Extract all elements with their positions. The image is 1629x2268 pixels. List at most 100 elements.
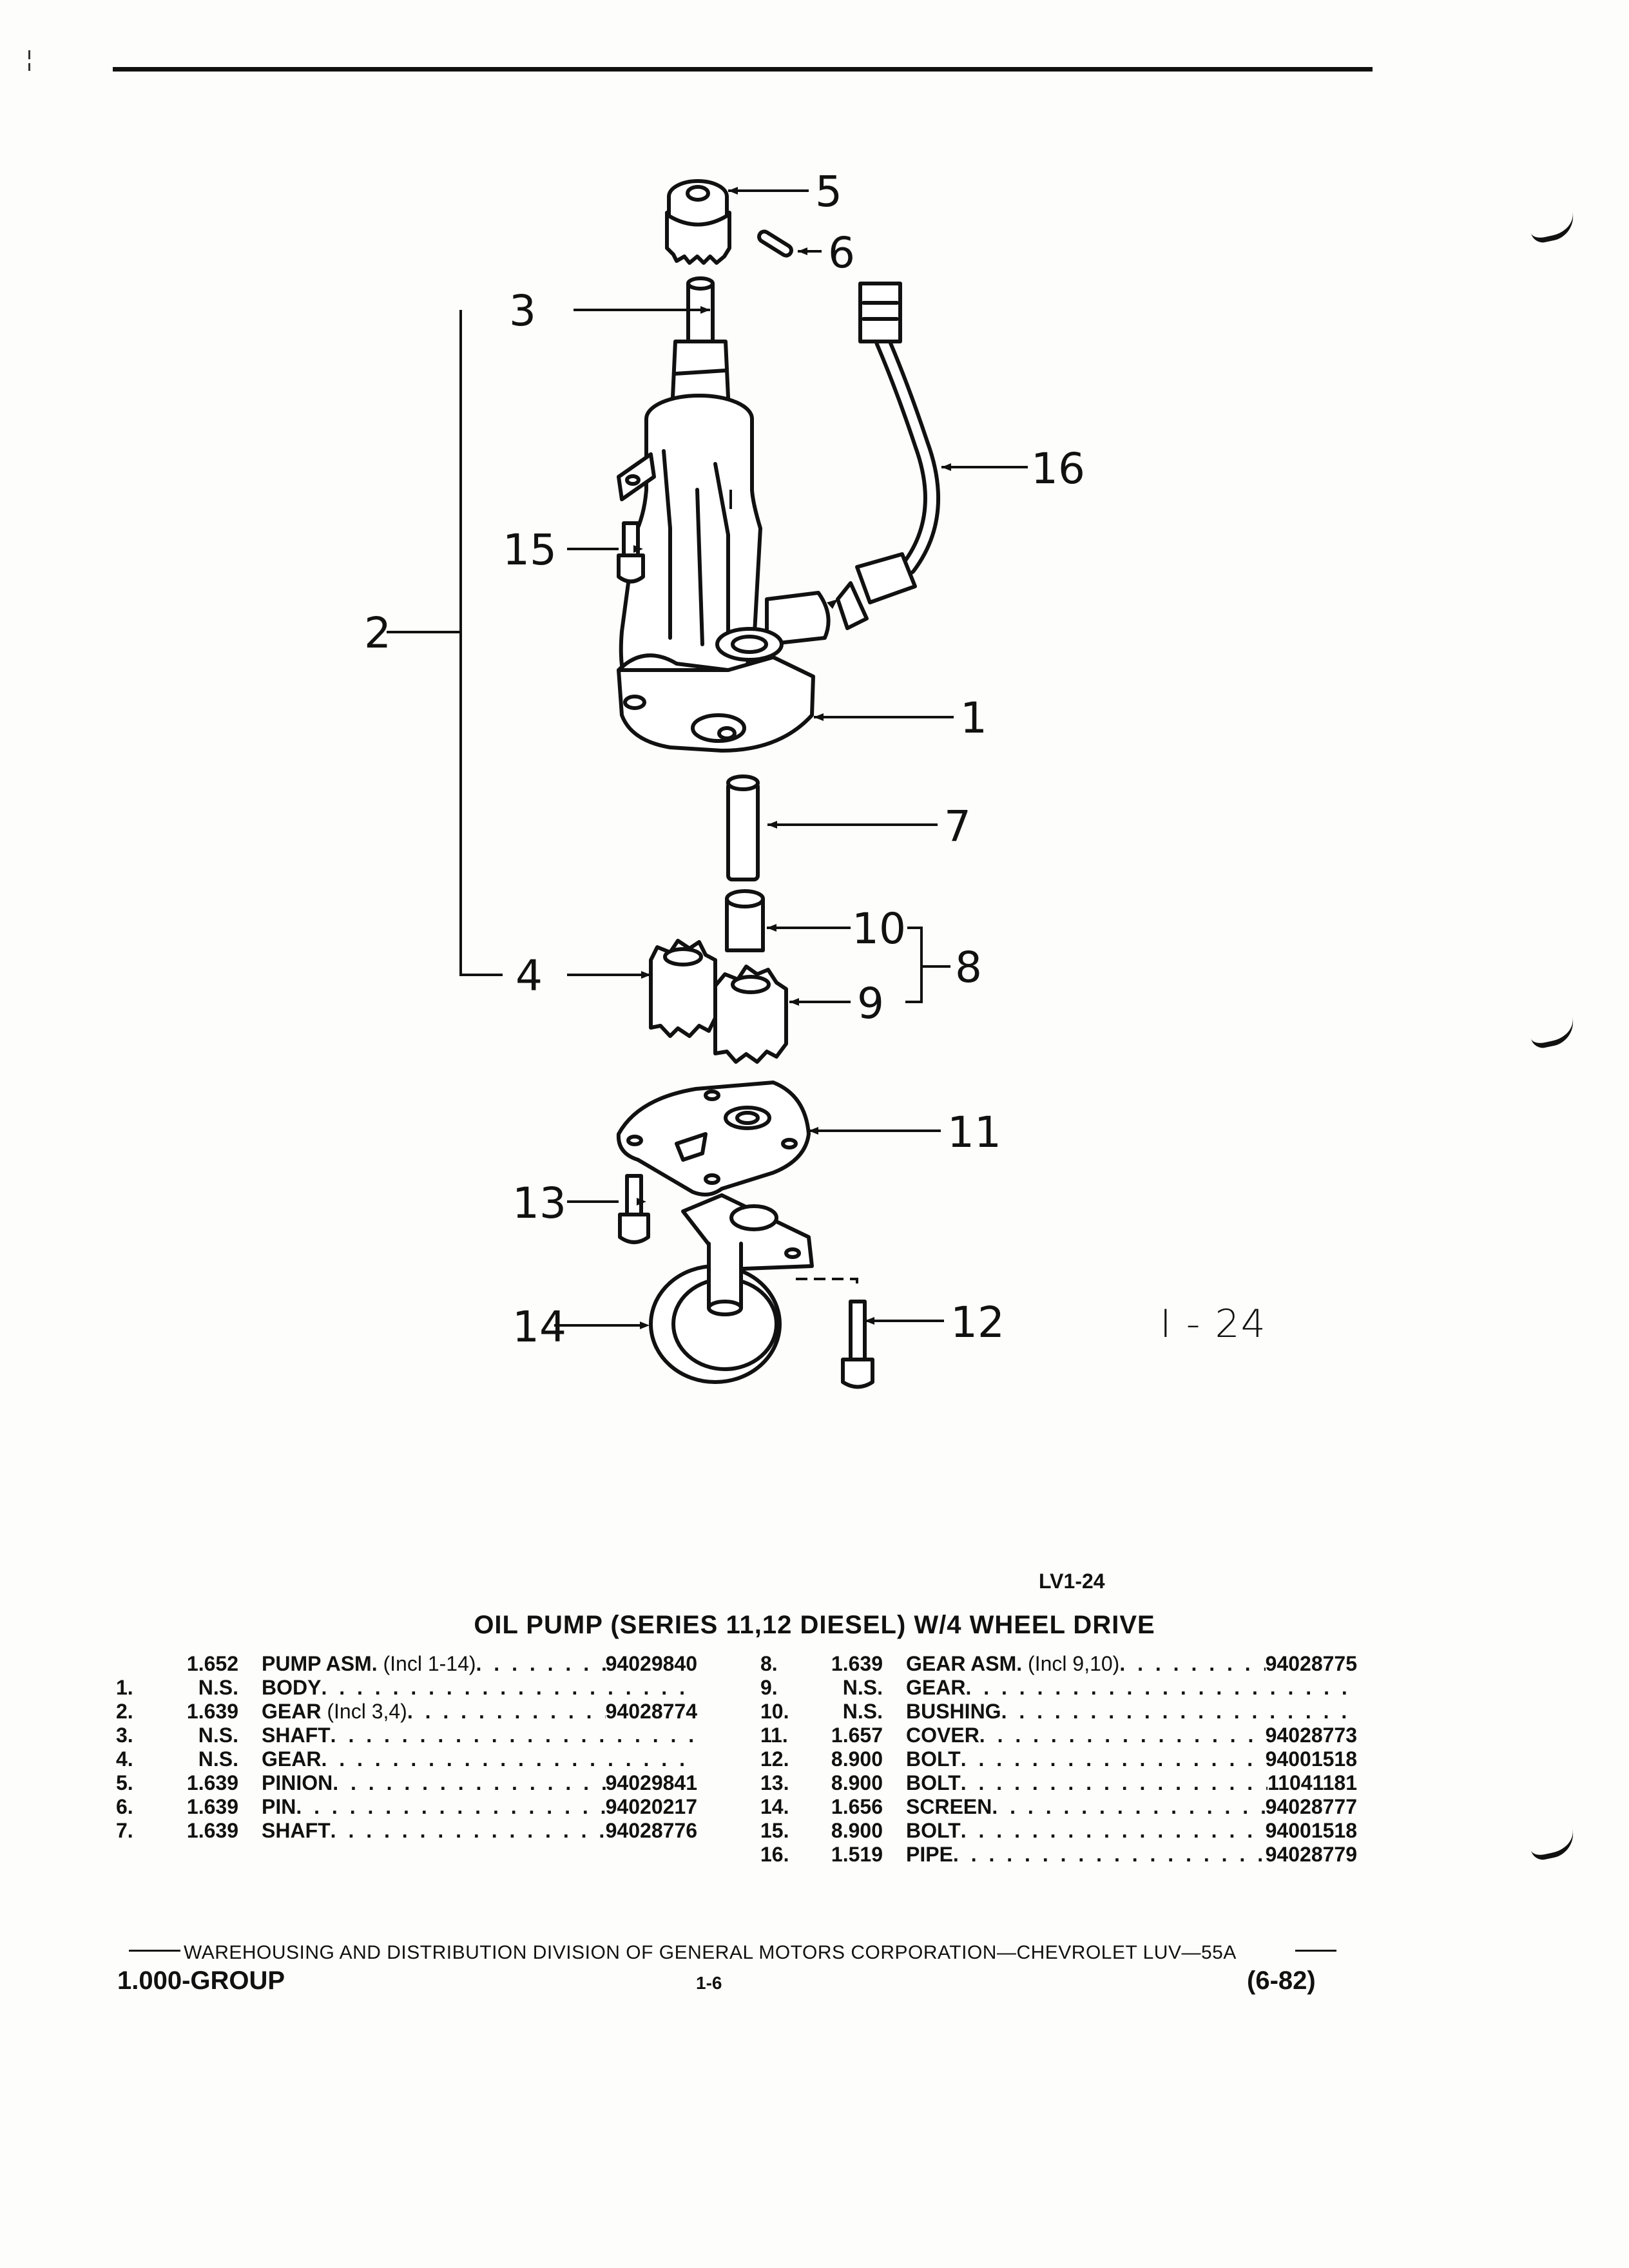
- callout-14: 14: [512, 1302, 566, 1352]
- figure-label: I - 24: [1160, 1302, 1267, 1347]
- dot-leader: [992, 1795, 1265, 1819]
- footer-rule-left: [129, 1950, 180, 1952]
- item-number: 15.: [760, 1819, 789, 1842]
- item-number: 7.: [116, 1819, 133, 1842]
- callout-13: 13: [512, 1178, 566, 1228]
- catalog-code: LV1-24: [1039, 1570, 1105, 1593]
- screen-part: [649, 1193, 814, 1384]
- group-number: 1.639: [831, 1652, 883, 1675]
- dot-leader: [321, 1747, 697, 1771]
- dot-leader: [1001, 1700, 1357, 1724]
- parts-row: 11.1.657COVER94028773: [760, 1724, 1431, 1747]
- bushing-part: [725, 889, 765, 952]
- parts-row: 14. 1.656 SCREEN94028777: [760, 1795, 1431, 1819]
- part-number: 94001518: [1265, 1819, 1357, 1842]
- part-number: 94028777: [1265, 1795, 1357, 1818]
- parts-row: 1.N.S.BODY: [116, 1676, 786, 1700]
- group-number: 1.519: [831, 1843, 883, 1866]
- callout-7: 7: [944, 802, 971, 851]
- gear-9-part: [713, 965, 788, 1064]
- pipe-part: [836, 282, 940, 630]
- parts-row: 5. 1.639 PINION94029841: [116, 1771, 786, 1795]
- group-number: 1.639: [186, 1700, 238, 1723]
- item-description: SCREEN94028777: [906, 1795, 1357, 1819]
- item-name: COVER: [906, 1724, 979, 1747]
- item-name: GEAR ASM.: [906, 1652, 1023, 1675]
- callout-3: 3: [509, 286, 536, 336]
- item-name: BOLT: [906, 1819, 961, 1842]
- callout-5: 5: [815, 167, 842, 216]
- item-name: PIN: [262, 1795, 296, 1818]
- dot-leader: [476, 1652, 606, 1676]
- group-number: 8.900: [831, 1819, 883, 1842]
- dot-leader: [953, 1843, 1266, 1867]
- footer-rule-right: [1295, 1950, 1336, 1952]
- item-note: (Incl 3,4): [327, 1700, 407, 1723]
- callout-1: 1: [960, 693, 987, 743]
- page-title: OIL PUMP (SERIES 11,12 DIESEL) W/4 WHEEL…: [474, 1611, 1155, 1639]
- part-number: 94028779: [1265, 1843, 1357, 1866]
- item-description: PINION94029841: [262, 1771, 697, 1795]
- parts-row: 4.N.S.GEAR: [116, 1747, 786, 1771]
- item-number: 5.: [116, 1771, 133, 1794]
- top-rule: [113, 67, 1373, 72]
- group-number: 8.900: [831, 1747, 883, 1771]
- item-number: 12.: [760, 1747, 789, 1771]
- pump-body-part: [617, 394, 831, 753]
- parts-row: 9.N.S.GEAR: [760, 1676, 1431, 1700]
- callout-2: 2: [364, 608, 391, 658]
- item-note: (Incl 1-14): [383, 1652, 476, 1675]
- item-name: BUSHING: [906, 1700, 1001, 1723]
- parts-row: 13.8.900BOLT11041181: [760, 1771, 1431, 1795]
- bolt-15-part: [617, 521, 645, 584]
- item-number: 14.: [760, 1795, 789, 1818]
- group-number: 1.639: [186, 1771, 238, 1794]
- group-number: N.S.: [198, 1676, 238, 1699]
- item-name: BOLT: [906, 1771, 961, 1794]
- cover-part: [616, 1081, 811, 1196]
- item-number: [116, 1652, 161, 1676]
- callout-6: 6: [828, 228, 855, 278]
- group-label: 1.000-GROUP: [117, 1966, 285, 1995]
- item-description: PIPE 94028779: [906, 1843, 1357, 1867]
- dot-leader: [961, 1747, 1266, 1771]
- group-number: N.S.: [842, 1676, 883, 1699]
- item-number: 6.: [116, 1795, 133, 1818]
- item-name: PINION: [262, 1771, 333, 1794]
- dot-leader: [333, 1771, 605, 1795]
- group-number: 1.656: [831, 1795, 883, 1818]
- item-number: 13.: [760, 1771, 789, 1794]
- callout-10: 10: [852, 904, 906, 954]
- dot-leader: [321, 1676, 697, 1700]
- item-name: PIPE: [906, 1843, 953, 1866]
- callout-12: 12: [950, 1298, 1005, 1347]
- item-number: 16.: [760, 1843, 789, 1866]
- dot-leader: [296, 1795, 605, 1819]
- parts-row: 6.1.639PIN94020217: [116, 1795, 786, 1819]
- item-description: SHAFT: [262, 1724, 697, 1747]
- item-name: PUMP ASM.: [262, 1652, 378, 1675]
- parts-row: 3.N.S.SHAFT: [116, 1724, 786, 1747]
- item-description: BOLT 11041181: [906, 1771, 1357, 1795]
- parts-row: 15. 8.900 BOLT 94001518: [760, 1819, 1431, 1843]
- item-number: 3.: [116, 1724, 133, 1747]
- pinion-part: [665, 179, 731, 265]
- item-number: 10.: [760, 1700, 789, 1723]
- item-note: (Incl 9,10): [1028, 1652, 1120, 1675]
- exploded-diagram: 5 6 3 2 4 16 15 1 7 10 8 9 11 13 12 14: [364, 167, 1085, 1389]
- footer-text: WAREHOUSING AND DISTRIBUTION DIVISION OF…: [184, 1942, 1237, 1963]
- item-number: 9.: [760, 1676, 778, 1699]
- part-number: 11041181: [1268, 1771, 1357, 1794]
- item-name: BODY: [262, 1676, 322, 1699]
- callout-16: 16: [1031, 444, 1085, 494]
- callout-8: 8: [955, 943, 982, 992]
- item-description: BODY: [262, 1676, 697, 1700]
- group-number: N.S.: [842, 1700, 883, 1723]
- item-number: 2.: [116, 1700, 133, 1723]
- dot-leader: [1119, 1652, 1265, 1676]
- item-number: 11.: [760, 1724, 788, 1747]
- item-name: SHAFT: [262, 1819, 331, 1842]
